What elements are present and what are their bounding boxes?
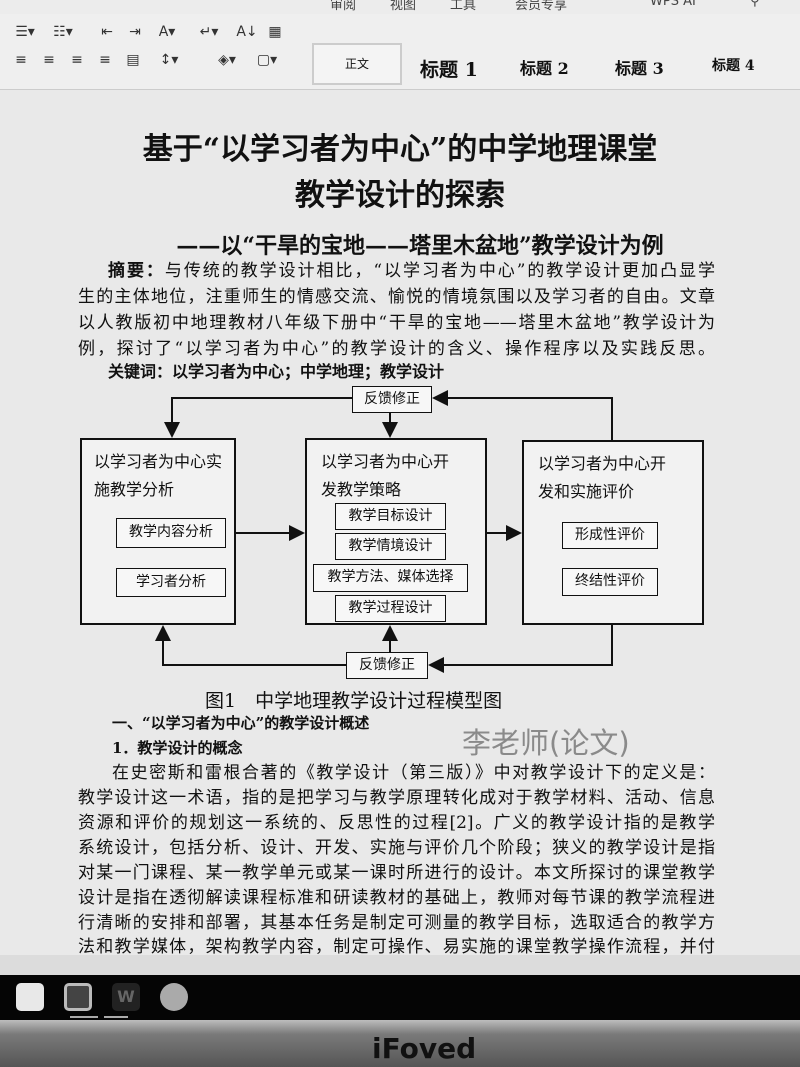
style-heading-2[interactable]: 标题 2 <box>520 59 569 78</box>
item-situation-design: 教学情境设计 <box>335 533 446 560</box>
line-spacing-icon[interactable]: ↕▾ <box>159 52 179 68</box>
body-line: 资源和评价的规划这一系统的、反思性的过程[2]。广义的教学设计指的是教学 <box>78 813 715 833</box>
item-summative-eval: 终结性评价 <box>562 568 658 596</box>
abstract-text: 与传统的教学设计相比，“以学习者为中心”的教学设计更加凸显学 <box>164 261 715 281</box>
distribute-icon[interactable]: ▤ <box>126 52 140 68</box>
align-right-icon[interactable]: ≡ <box>71 52 83 68</box>
increase-indent-icon[interactable]: ⇥ <box>129 24 141 40</box>
monitor-logo: iFoved <box>372 1032 477 1065</box>
item-process-design: 教学过程设计 <box>335 595 446 622</box>
chat-active-indicator <box>104 1016 128 1018</box>
ribbon-toolbar: ☰▾ ☷▾ ⇤ ⇥ A▾ ↵▾ A↓ ▦ ≡ ≡ ≡ ≡ ▤ ↕▾ ◈▾ ▢▾ … <box>0 14 800 90</box>
monitor-bezel: iFoved <box>0 1020 800 1067</box>
subtitle: ——以“干旱的宝地——塔里木盆地”教学设计为例 <box>176 233 664 259</box>
item-formative-eval: 形成性评价 <box>562 522 658 549</box>
box-title: 以学习者为中心开发和实施评价 <box>538 454 667 501</box>
align-center-icon[interactable]: ≡ <box>43 52 55 68</box>
style-normal[interactable]: 正文 <box>312 43 402 85</box>
box-title: 以学习者为中心实施教学分析 <box>94 452 223 499</box>
body-line: 设计是指在透彻解读课程标准和研读教材的基础上，教师对每节课的教学流程进 <box>78 888 715 908</box>
border-icon[interactable]: ▢▾ <box>256 52 278 68</box>
figure-caption: 图1 中学地理教学设计过程模型图 <box>205 690 503 712</box>
abstract-label: 摘要： <box>108 261 165 281</box>
arrow-right-to-feedback <box>432 390 613 440</box>
line-break-icon[interactable]: ↵▾ <box>199 24 219 40</box>
body-line: 法和教学媒体，架构教学内容，制定可操作、易实施的课堂教学操作流程，并付 <box>78 937 715 957</box>
keywords-text: 以学习者为中心；中学地理；教学设计 <box>172 362 445 381</box>
abstract-line: 生的主体地位，注重师生的情感交流、愉悦的情境氛围以及学习者的自由。文章 <box>78 287 715 307</box>
section-heading-1-1: 1．教学设计的概念 <box>112 739 243 757</box>
diagram-connectors <box>155 390 613 673</box>
item-method-media: 教学方法、媒体选择 <box>313 564 468 592</box>
decrease-indent-icon[interactable]: ⇤ <box>101 24 113 40</box>
window-bottom-edge <box>0 955 800 975</box>
body-line: 系统设计，包括分析、设计、开发、实施与评价几个阶段；狭义的教学设计是指 <box>78 838 715 858</box>
sort-icon[interactable]: A↓ <box>236 24 258 40</box>
menu-bar: 审阅 视图 工具 会员专享 WPS AI ⚲ <box>0 0 800 14</box>
menu-review[interactable]: 审阅 <box>330 0 357 13</box>
wps-icon[interactable]: W <box>112 983 140 1011</box>
feedback-box-bottom: 反馈修正 <box>346 652 428 679</box>
shading-icon[interactable]: ◈▾ <box>218 52 236 68</box>
body-line: 行清晰的安排和部署，其基本任务是制定可测量的教学目标，选取适合的教学方 <box>78 913 715 933</box>
body-line: 在史密斯和雷根合著的《教学设计（第三版）》中对教学设计下的定义是： <box>112 763 715 783</box>
title-line-2: 教学设计的探索 <box>295 178 505 213</box>
watermark: 李老师(论文) <box>462 726 630 760</box>
item-objective-design: 教学目标设计 <box>335 503 446 530</box>
arrow-feedback-to-left <box>164 397 352 438</box>
search-icon[interactable]: ⚲ <box>750 0 760 9</box>
numbered-list-icon[interactable]: ☷▾ <box>53 24 73 40</box>
chat-icon[interactable] <box>160 983 188 1011</box>
abstract-line: 例，探讨了“以学习者为中心”的教学设计的含义、操作程序以及实践反思。 <box>78 339 715 359</box>
body-line: 对某一门课程、某一教学单元或某一课时所进行的设计。本文所探讨的课堂教学 <box>78 863 715 883</box>
arrow-bottom-feedback-to-left <box>155 625 346 666</box>
abstract-line: 摘要：与传统的教学设计相比，“以学习者为中心”的教学设计更加凸显学 <box>78 260 715 282</box>
taskbar: W <box>0 975 800 1020</box>
outlook-icon[interactable] <box>64 983 92 1011</box>
style-heading-1[interactable]: 标题 1 <box>420 59 478 81</box>
menu-view[interactable]: 视图 <box>390 0 417 13</box>
abstract-line: 以人教版初中地理教材八年级下册中“干旱的宝地——塔里木盆地”教学设计为 <box>78 313 715 333</box>
align-left-icon[interactable]: ≡ <box>15 52 27 68</box>
style-heading-3[interactable]: 标题 3 <box>615 59 664 78</box>
body-line: 教学设计这一术语，指的是把学习与教学原理转化成对于教学材料、活动、信息 <box>78 788 715 808</box>
justify-icon[interactable]: ≡ <box>99 52 111 68</box>
menu-wps-ai[interactable]: WPS AI <box>650 0 696 9</box>
feedback-box-top: 反馈修正 <box>352 386 432 413</box>
store-icon[interactable] <box>16 983 44 1011</box>
menu-tools[interactable]: 工具 <box>450 0 477 13</box>
box-title: 以学习者为中心开发教学策略 <box>321 452 450 499</box>
item-content-analysis: 教学内容分析 <box>116 518 226 548</box>
box-teaching-strategy: 以学习者为中心开发教学策略 <box>305 438 487 625</box>
item-learner-analysis: 学习者分析 <box>116 568 226 597</box>
wps-active-indicator <box>70 1016 98 1018</box>
section-heading-1: 一、“以学习者为中心”的教学设计概述 <box>112 714 370 732</box>
style-heading-4[interactable]: 标题 4 <box>712 58 755 74</box>
arrow-right-to-bottom-feedback <box>428 625 613 673</box>
bullet-list-icon[interactable]: ☰▾ <box>15 24 35 40</box>
keywords: 关键词：以学习者为中心；中学地理；教学设计 <box>108 358 444 382</box>
keywords-label: 关键词： <box>108 362 173 381</box>
text-direction-icon[interactable]: A▾ <box>158 24 176 40</box>
menu-member[interactable]: 会员专享 <box>515 0 568 13</box>
table-grid-icon[interactable]: ▦ <box>268 24 282 40</box>
title-line-1: 基于“以学习者为中心”的中学地理课堂 <box>142 132 658 167</box>
style-gallery: 正文 标题 1 标题 2 标题 3 标题 4 <box>312 41 800 89</box>
